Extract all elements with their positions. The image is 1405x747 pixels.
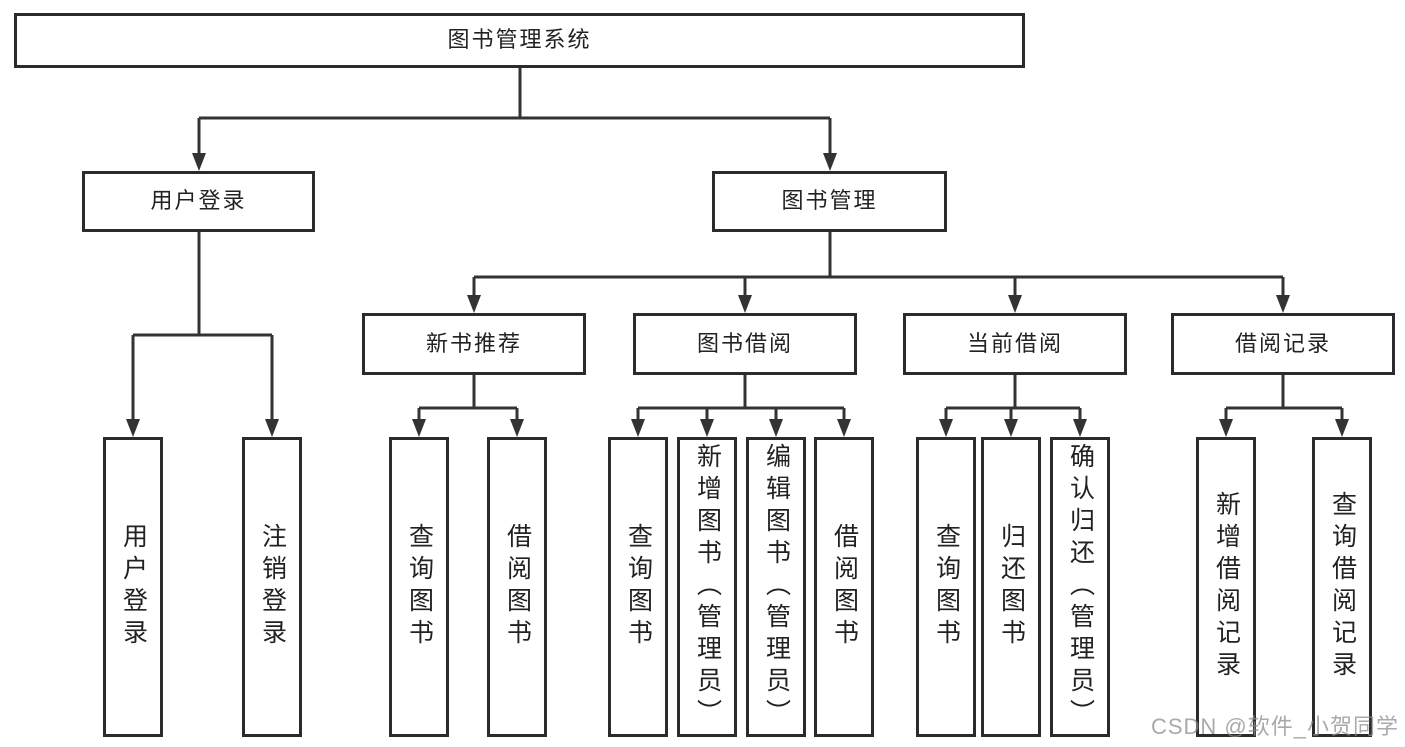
leaf-return-book: 归还图书 bbox=[981, 437, 1041, 737]
node-user-login: 用户登录 bbox=[82, 171, 315, 232]
node-label: 当前借阅 bbox=[966, 330, 1063, 356]
leaf-add-book-admin: 新增图书（管理员） bbox=[677, 437, 737, 737]
leaf-query-borrow-record: 查询借阅记录 bbox=[1312, 437, 1372, 737]
node-label: 借阅图书 bbox=[503, 523, 532, 651]
node-book-borrowing: 图书借阅 bbox=[633, 313, 857, 375]
leaf-query-books-recommend: 查询图书 bbox=[389, 437, 449, 737]
leaf-edit-book-admin: 编辑图书（管理员） bbox=[746, 437, 806, 737]
node-label: 新增借阅记录 bbox=[1212, 491, 1241, 683]
leaf-borrow-books-recommend: 借阅图书 bbox=[487, 437, 547, 737]
leaf-user-login: 用户登录 bbox=[103, 437, 163, 737]
leaf-query-books-current: 查询图书 bbox=[916, 437, 976, 737]
leaf-query-books-borrow: 查询图书 bbox=[608, 437, 668, 737]
leaf-borrow-books-borrow: 借阅图书 bbox=[814, 437, 874, 737]
node-label: 图书借阅 bbox=[696, 330, 793, 356]
node-borrowing-records: 借阅记录 bbox=[1171, 313, 1395, 375]
leaf-logout: 注销登录 bbox=[242, 437, 302, 737]
node-label: 确认归还（管理员） bbox=[1066, 443, 1095, 731]
node-book-management: 图书管理 bbox=[712, 171, 947, 232]
node-label: 借阅图书 bbox=[830, 523, 859, 651]
node-label: 查询图书 bbox=[405, 523, 434, 651]
node-root-library-management-system: 图书管理系统 bbox=[14, 13, 1025, 68]
leaf-confirm-return-admin: 确认归还（管理员） bbox=[1050, 437, 1110, 737]
node-label: 新书推荐 bbox=[425, 330, 522, 356]
node-label: 查询图书 bbox=[932, 523, 961, 651]
node-label: 编辑图书（管理员） bbox=[762, 443, 791, 731]
node-label: 用户登录 bbox=[119, 523, 148, 651]
node-label: 新增图书（管理员） bbox=[693, 443, 722, 731]
node-label: 查询借阅记录 bbox=[1328, 491, 1357, 683]
node-label: 查询图书 bbox=[624, 523, 653, 651]
node-new-book-recommendation: 新书推荐 bbox=[362, 313, 586, 375]
leaf-add-borrow-record: 新增借阅记录 bbox=[1196, 437, 1256, 737]
node-label: 注销登录 bbox=[258, 523, 287, 651]
node-label: 用户登录 bbox=[150, 188, 247, 214]
node-label: 图书管理系统 bbox=[447, 27, 592, 53]
node-label: 借阅记录 bbox=[1234, 330, 1331, 356]
node-current-borrowing: 当前借阅 bbox=[903, 313, 1127, 375]
node-label: 图书管理 bbox=[781, 188, 878, 214]
node-label: 归还图书 bbox=[997, 523, 1026, 651]
